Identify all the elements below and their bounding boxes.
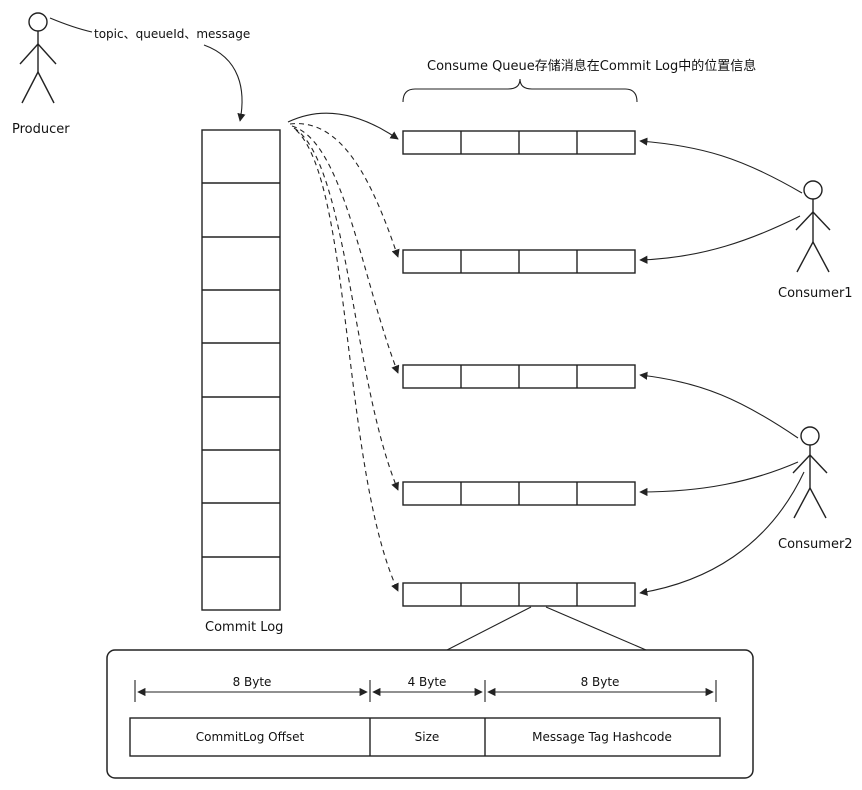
consume-queue-annotation: Consume Queue存储消息在Commit Log中的位置信息 [427,58,756,74]
producer-arm-left [19,43,39,65]
consumer1-figure-icon [795,180,831,273]
consumer2-head [800,426,820,446]
consumer1-label: Consumer1 [778,286,853,301]
consumer1-to-queue1-arrow [639,137,803,194]
commitlog-to-queue5-arrow [295,129,399,592]
field2-size-label: 4 Byte [408,675,447,689]
field3-name-label: Message Tag Hashcode [532,730,672,744]
detail-connector-right [545,606,647,651]
consume-queue-row-2 [402,249,636,274]
consumer2-to-queue3-arrow [639,371,799,439]
consume-queue-brace [402,78,638,103]
consume-queue-row-3 [402,364,636,389]
consumer2-arm-right [809,454,828,474]
field1-size-label: 8 Byte [233,675,272,689]
consume-queue-row-1 [402,130,636,155]
commitlog-to-queue1-arrow [287,112,399,140]
producer-label: Producer [12,122,70,137]
consumer1-head [803,180,823,200]
producer-head [28,12,48,32]
consumer2-to-queue4-arrow [639,461,799,497]
field2-name-label: Size [415,730,440,744]
consumer2-leg-left [793,487,811,519]
consumer1-leg-left [796,241,814,273]
producer-arm-right [37,43,57,65]
consumer1-arm-left [795,211,814,231]
consumer2-leg-right [809,487,827,519]
consumer2-label: Consumer2 [778,537,853,552]
field3-size-label: 8 Byte [581,675,620,689]
producer-figure-icon [19,12,57,104]
field1-name-label: CommitLog Offset [196,730,305,744]
consumer1-to-queue2-arrow [639,215,801,264]
commit-log-label: Commit Log [205,620,283,635]
commit-log-outline [201,129,281,611]
producer-to-commitlog-arrow [203,44,246,122]
detail-connector-left [446,606,532,651]
consumer2-arm-left [792,454,811,474]
consumer1-arm-right [812,211,831,231]
consume-queue-row-4 [402,481,636,506]
consumer1-leg-right [812,241,830,273]
commitlog-to-queue2-arrow [289,123,400,258]
consumer2-figure-icon [792,426,828,519]
commitlog-to-queue4-arrow [293,127,399,491]
entry-table-outline [129,717,721,757]
commitlog-to-queue3-arrow [291,125,400,374]
producer-annotation-connector [49,17,93,33]
producer-leg-right [37,71,55,104]
producer-annotation: topic、queueId、message [94,27,250,41]
consume-queue-row-5 [402,582,636,607]
commit-log [201,129,281,611]
detail-box-outline [106,649,754,779]
consumer2-to-queue5-arrow [639,471,805,596]
producer-leg-left [21,71,39,104]
queue-entry-detail: 8 Byte 4 Byte 8 Byte CommitLog Offset Si… [106,649,754,779]
